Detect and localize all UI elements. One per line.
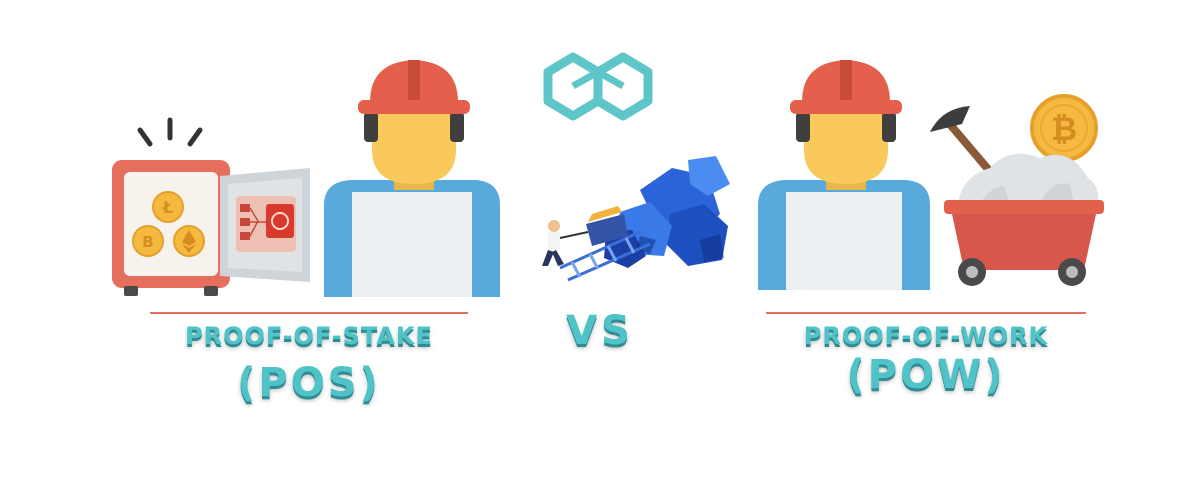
logo-hexagons-icon — [543, 52, 653, 121]
pos-abbr: (POS) — [237, 360, 381, 406]
svg-text:₿: ₿ — [1051, 110, 1077, 148]
crypto-mining-scene — [542, 156, 730, 282]
crypto-coins: Ł B — [132, 191, 205, 257]
svg-text:B: B — [142, 233, 153, 251]
pow-abbr: (POW) — [846, 352, 1006, 398]
pow-label: PROOF-OF-WORK — [803, 322, 1049, 350]
pos-label: PROOF-OF-STAKE — [185, 322, 433, 350]
bitcoin-coin-icon: ₿ — [1030, 94, 1098, 162]
vs-label: VS — [566, 308, 634, 354]
mine-cart-icon — [944, 153, 1104, 286]
pow-worker-figure — [758, 60, 930, 290]
svg-text:Ł: Ł — [162, 198, 173, 217]
pos-divider — [150, 312, 468, 314]
pos-worker-figure — [324, 60, 500, 297]
pow-divider — [766, 312, 1086, 314]
safe-icon: Ł B — [112, 117, 310, 296]
